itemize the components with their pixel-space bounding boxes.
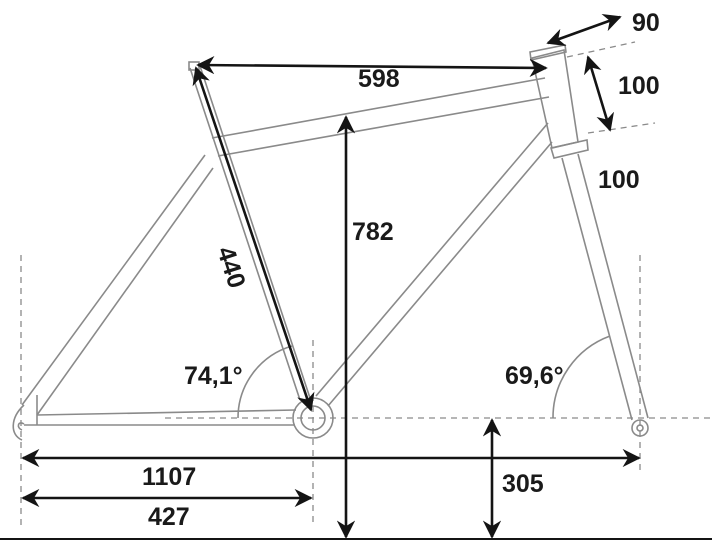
head-angle-label: 69,6°	[505, 362, 564, 390]
reference-lines	[20, 41, 712, 525]
dimension-arrows	[0, 14, 712, 540]
head-angle-arc	[552, 335, 611, 419]
seat-angle-label: 74,1°	[184, 362, 243, 390]
head-tube-arrow	[584, 55, 614, 132]
seat-tube-label: 440	[211, 243, 251, 291]
wheelbase-label: 1107	[142, 463, 196, 491]
top-tube-arrow	[196, 56, 548, 77]
stem-arrow	[546, 14, 622, 46]
seat-angle-arc	[237, 345, 293, 419]
stack-label: 782	[352, 218, 394, 246]
head-tube-label: 100	[618, 72, 660, 100]
top-tube-label: 598	[358, 65, 400, 93]
fork-travel-label: 100	[598, 166, 640, 194]
stem-label: 90	[632, 9, 660, 37]
chainstay-label: 427	[148, 503, 190, 531]
seat-tube-arrow	[192, 66, 315, 412]
bb-height-label: 305	[502, 470, 544, 498]
